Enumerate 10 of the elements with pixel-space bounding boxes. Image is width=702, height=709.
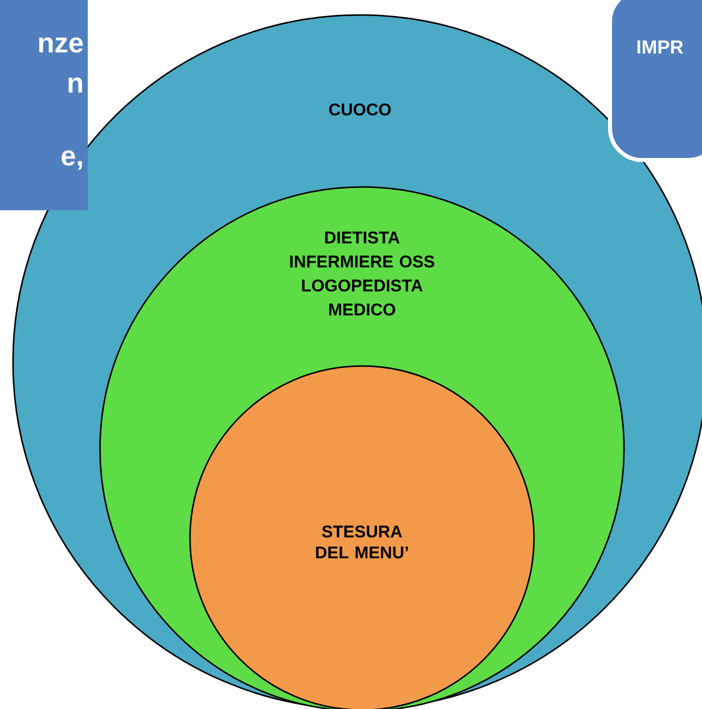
circle-label: DIETISTA bbox=[325, 232, 400, 244]
circle-label: CUOCO bbox=[329, 104, 391, 116]
circle-label: MEDICO bbox=[329, 304, 396, 316]
box-text: nze bbox=[39, 37, 83, 53]
circle-label: LOGOPEDISTA bbox=[302, 280, 423, 292]
circle-label: STESURA DEL MENU’ bbox=[316, 526, 408, 558]
box-text: n bbox=[68, 77, 82, 92]
circle-label: INFERMIERE OSS bbox=[290, 256, 434, 268]
box-text: e, bbox=[62, 150, 82, 170]
box-text: IMPR bbox=[637, 40, 684, 54]
